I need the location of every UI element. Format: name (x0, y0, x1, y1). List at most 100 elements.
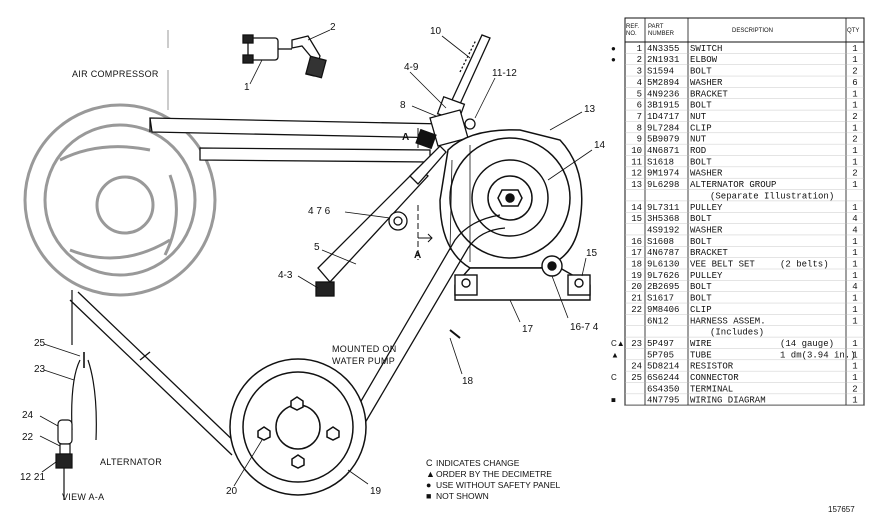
row-qty: 1 (852, 101, 857, 111)
row-part-number: S1618 (647, 157, 674, 167)
row-ref: 3 (637, 67, 642, 77)
row-part-number: 2B2695 (647, 282, 679, 292)
row-ref: 9 (637, 135, 642, 145)
row-qty: 2 (852, 112, 857, 122)
row-part-number: 4S9192 (647, 225, 679, 235)
row-qty: 1 (852, 157, 857, 167)
row-marker: ■ (611, 396, 616, 405)
legend-text: USE WITHOUT SAFETY PANEL (436, 480, 560, 490)
row-ref: 22 (631, 305, 642, 315)
drawing-number: 157657 (828, 505, 855, 514)
row-ref: 19 (631, 271, 642, 281)
air-compressor-pulley (23, 103, 217, 297)
row-part-number: 9M8406 (647, 305, 679, 315)
row-qty: 1 (852, 146, 857, 156)
legend-text: NOT SHOWN (436, 491, 489, 501)
alternator-body (439, 129, 583, 269)
row-part-number: S1617 (647, 294, 674, 304)
row-description: WASHER (690, 169, 723, 179)
callout-c23: 23 (34, 364, 46, 375)
row-ref: 20 (631, 282, 642, 292)
legend-mark: ● (426, 480, 431, 490)
vee-belt-set (69, 214, 506, 456)
row-description: ROD (690, 146, 706, 156)
table-header-desc: DESCRIPTION (732, 28, 773, 34)
row-qty: 1 (852, 350, 857, 360)
row-ref: 24 (631, 362, 642, 372)
row-qty: 4 (852, 214, 857, 224)
row-description: CLIP (690, 305, 712, 315)
row-description: TERMINAL (690, 384, 733, 394)
row-part-number: 5P705 (647, 350, 674, 360)
row-ref: 13 (631, 180, 642, 190)
row-description: (Includes) (710, 328, 764, 338)
row-description: BOLT (690, 294, 712, 304)
row-qty: 1 (852, 180, 857, 190)
legend-mark: C (426, 458, 433, 468)
row-description: SWITCH (690, 44, 722, 54)
row-part-number: 4N6787 (647, 248, 679, 258)
row-ref: 12 (631, 169, 642, 179)
row-note: (2 belts) (780, 260, 829, 270)
row-part-number: 1D4717 (647, 112, 679, 122)
row-qty: 2 (852, 169, 857, 179)
row-ref: 15 (631, 214, 642, 224)
callout-c18: 18 (462, 376, 474, 387)
row-part-number: 4N9236 (647, 89, 679, 99)
row-marker: C▲ (611, 339, 625, 348)
mounting-bracket (454, 255, 591, 301)
row-qty: 2 (852, 135, 857, 145)
row-qty: 1 (852, 44, 857, 54)
row-qty: 1 (852, 55, 857, 65)
row-qty: 2 (852, 67, 857, 77)
row-part-number: 9L6298 (647, 180, 679, 190)
row-part-number: 9L6130 (647, 260, 679, 270)
row-description: TUBE (690, 350, 712, 360)
row-description: RESISTOR (690, 362, 734, 372)
row-qty: 1 (852, 203, 857, 213)
row-qty: 1 (852, 89, 857, 99)
row-description: BRACKET (690, 248, 728, 258)
row-ref: 7 (637, 112, 642, 122)
view-a-a-label: VIEW A-A (62, 492, 104, 502)
row-description: BOLT (690, 67, 712, 77)
row-part-number: 9M1974 (647, 169, 679, 179)
callout-c19: 19 (370, 486, 382, 497)
row-qty: 1 (852, 260, 857, 270)
row-qty: 1 (852, 305, 857, 315)
row-description: CONNECTOR (690, 373, 739, 383)
row-qty: 1 (852, 294, 857, 304)
callout-c13: 13 (584, 104, 596, 115)
row-ref: 1 (637, 44, 642, 54)
row-part-number: S1594 (647, 67, 674, 77)
table-row: 3 S1594 BOLT 2 (625, 67, 864, 77)
row-ref: 23 (631, 339, 642, 349)
row-ref: 5 (637, 89, 642, 99)
row-qty: 1 (852, 373, 857, 383)
air-compressor-label: AIR COMPRESSOR (72, 69, 159, 79)
row-qty: 1 (852, 248, 857, 258)
row-description: NUT (690, 112, 707, 122)
callout-c1: 1 (244, 82, 250, 93)
row-note: (14 gauge) (780, 339, 834, 349)
callout-c4-7-6: 4 7 6 (308, 206, 331, 217)
row-ref: 25 (631, 373, 642, 383)
lower-bracket (315, 145, 447, 297)
legend-mark: ▲ (426, 469, 435, 479)
legend-mark: ■ (426, 491, 431, 501)
row-part-number: 3B1915 (647, 101, 679, 111)
